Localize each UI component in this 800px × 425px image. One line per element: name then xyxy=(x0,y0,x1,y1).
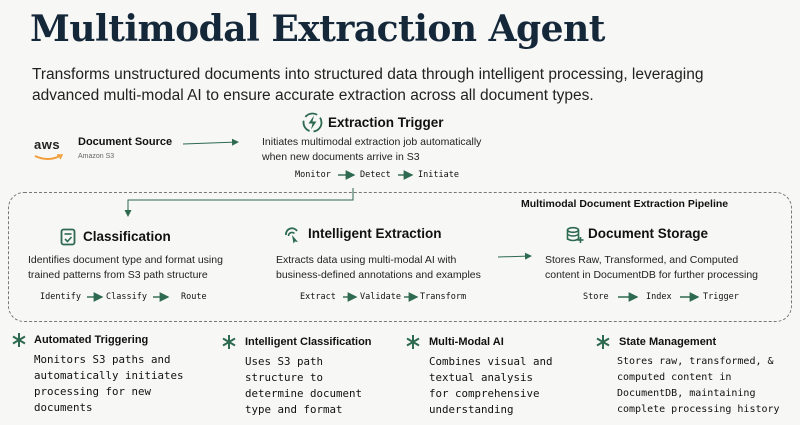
cursor-click-icon xyxy=(283,226,301,249)
trigger-step: Detect xyxy=(360,170,391,180)
extraction-step: Extract xyxy=(300,292,336,302)
storage-desc-1: Stores Raw, Transformed, and Computed xyxy=(545,254,739,266)
classification-step: Classify xyxy=(106,292,147,302)
storage-desc-2: content in DocumentDB for further proces… xyxy=(545,269,759,281)
asterisk-icon xyxy=(596,335,610,354)
extraction-title: Intelligent Extraction xyxy=(308,226,442,241)
classification-step: Route xyxy=(181,292,207,302)
extraction-step: Transform xyxy=(420,292,467,302)
storage-step: Trigger xyxy=(703,292,739,302)
storage-step: Index xyxy=(646,292,672,302)
classification-desc-2: trained patterns from S3 path structure xyxy=(28,269,208,281)
lightning-icon xyxy=(302,112,323,138)
asterisk-icon xyxy=(12,333,26,352)
document-check-icon xyxy=(60,228,76,251)
trigger-to-pipeline-arrow xyxy=(124,188,354,217)
database-add-icon xyxy=(566,226,584,249)
trigger-desc-2: when new documents arrive in S3 xyxy=(262,151,420,163)
classification-step: Identify xyxy=(40,292,81,302)
asterisk-icon xyxy=(222,335,236,354)
extraction-desc-1: Extracts data using multi-modal AI with xyxy=(276,254,457,266)
storage-step: Store xyxy=(583,292,609,302)
extraction-to-storage-arrow xyxy=(497,252,532,260)
benefit-title: Intelligent Classification xyxy=(245,336,372,348)
source-subtitle: Amazon S3 xyxy=(78,153,115,160)
page-subtitle: Transforms unstructured documents into s… xyxy=(32,66,704,104)
trigger-step: Monitor xyxy=(295,170,331,180)
trigger-desc-1: Initiates multimodal extraction job auto… xyxy=(262,136,482,148)
classification-desc-1: Identifies document type and format usin… xyxy=(28,254,223,266)
benefit-title: Automated Triggering xyxy=(34,334,149,346)
storage-title: Document Storage xyxy=(588,226,709,241)
benefit-title: Multi-Modal AI xyxy=(429,336,504,348)
pipeline-container xyxy=(8,192,792,322)
source-to-trigger-arrow xyxy=(182,138,239,146)
asterisk-icon xyxy=(406,335,420,354)
page-title: Multimodal Extraction Agent xyxy=(30,8,605,50)
extraction-step: Validate xyxy=(360,292,401,302)
trigger-title: Extraction Trigger xyxy=(328,115,444,130)
aws-logo: aws xyxy=(34,137,68,170)
source-title: Document Source xyxy=(78,136,173,148)
pipeline-label: Multimodal Document Extraction Pipeline xyxy=(521,198,729,210)
extraction-desc-2: business-defined annotations and example… xyxy=(276,269,481,281)
benefit-title: State Management xyxy=(619,336,717,348)
benefit-desc: Stores raw, transformed, &computed conte… xyxy=(617,356,780,415)
trigger-step: Initiate xyxy=(418,170,459,180)
classification-title: Classification xyxy=(83,229,171,244)
